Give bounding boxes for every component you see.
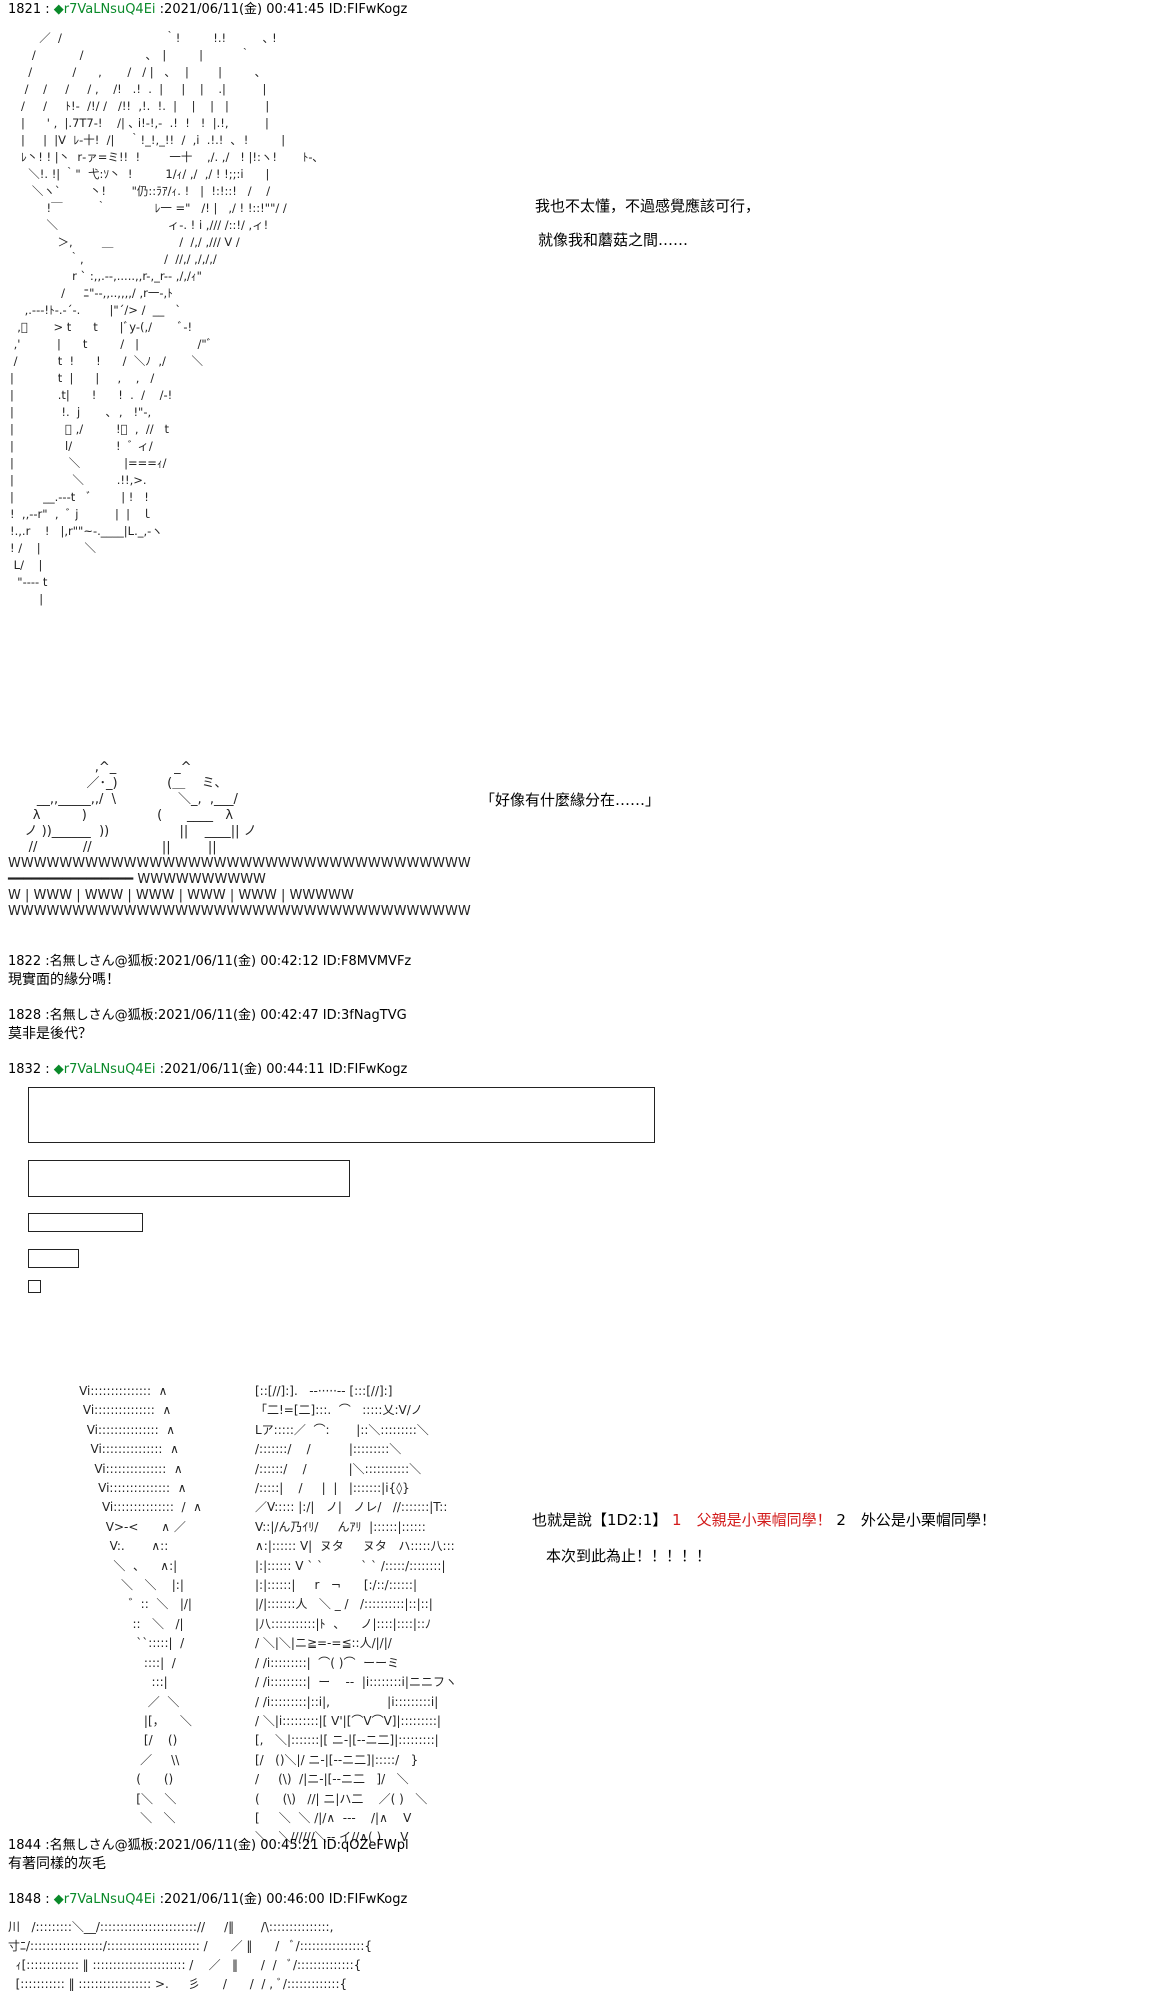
- speech-line-3: 「好像有什麼緣分在……」: [480, 791, 661, 809]
- post-id[interactable]: ID:qOZeFWpl: [322, 1838, 409, 1853]
- post-body-1828: 莫非是後代？: [8, 1026, 92, 1042]
- speech-line-2: 就像我和蘑菇之間……: [538, 231, 689, 249]
- post-date: 2021/06/11(金) 00:44:11: [164, 1062, 325, 1077]
- post-number: 1828: [8, 1008, 42, 1023]
- option-1: 1 父親是小栗帽同學！: [672, 1511, 832, 1529]
- post-name: 名無しさん@狐板: [49, 954, 154, 969]
- ascii-art-figure-3: 川 /:::::::::＼__/::::::::::::::::::::::::…: [8, 1920, 373, 1991]
- post-id[interactable]: ID:3fNagTVG: [322, 1008, 407, 1023]
- dice-prefix: 也就是說【1D2:1】: [532, 1511, 668, 1529]
- post-id[interactable]: ID:F8MVMVFz: [322, 954, 412, 969]
- empty-box-large: [28, 1087, 655, 1143]
- post-number: 1822: [8, 954, 42, 969]
- option-2: 2 外公是小栗帽同學！: [836, 1511, 996, 1529]
- post-date: 2021/06/11(金) 00:42:47: [158, 1008, 319, 1023]
- post-header-1848: 1848 : ◆r7VaLNsuQ4Ei :2021/06/11(金) 00:4…: [8, 1892, 408, 1907]
- post-header-1822: 1822 :名無しさん@狐板:2021/06/11(金) 00:42:12 ID…: [8, 954, 412, 969]
- post-trip[interactable]: ◆r7VaLNsuQ4Ei: [53, 2, 156, 17]
- post-header-1828: 1828 :名無しさん@狐板:2021/06/11(金) 00:42:47 ID…: [8, 1008, 407, 1023]
- ascii-art-figure-2-right: [::[//]:]. --·····-- [:::[//]:] 「二!=[二]:…: [255, 1384, 457, 1845]
- speech-line-1: 我也不太懂，不過感覺應該可行，: [535, 197, 761, 215]
- post-id[interactable]: ID:FIFwKogz: [328, 1892, 408, 1907]
- post-number: 1848: [8, 1892, 42, 1907]
- dice-result-line: 也就是說【1D2:1】 1 父親是小栗帽同學！ 2 外公是小栗帽同學！: [532, 1510, 996, 1530]
- post-number: 1844: [8, 1838, 42, 1853]
- post-body-1844: 有著同樣的灰毛: [8, 1856, 106, 1872]
- post-date: 2021/06/11(金) 00:41:45: [164, 2, 325, 17]
- post-trip[interactable]: ◆r7VaLNsuQ4Ei: [53, 1062, 156, 1077]
- empty-box-tiny: [28, 1280, 41, 1293]
- post-date: 2021/06/11(金) 00:45:21: [158, 1838, 319, 1853]
- empty-box-medium: [28, 1160, 350, 1197]
- post-name: 名無しさん@狐板: [49, 1008, 154, 1023]
- post-header-1821: 1821 : ◆r7VaLNsuQ4Ei :2021/06/11(金) 00:4…: [8, 2, 408, 17]
- ending-line: 本次到此為止！！！！！: [546, 1547, 712, 1565]
- post-body-1822: 現實面的緣分嗎！: [8, 972, 120, 988]
- post-date: 2021/06/11(金) 00:46:00: [164, 1892, 325, 1907]
- post-number: 1821: [8, 2, 42, 17]
- post-trip[interactable]: ◆r7VaLNsuQ4Ei: [53, 1892, 156, 1907]
- post-date: 2021/06/11(金) 00:42:12: [158, 954, 319, 969]
- post-header-1844: 1844 :名無しさん@狐板:2021/06/11(金) 00:45:21 ID…: [8, 1838, 409, 1853]
- ascii-art-figure-2-left: Vi::::::::::::::: ∧ Vi::::::::::::::: ∧ …: [79, 1384, 202, 1825]
- post-id[interactable]: ID:FIFwKogz: [328, 2, 408, 17]
- post-number: 1832: [8, 1062, 42, 1077]
- post-header-1832: 1832 : ◆r7VaLNsuQ4Ei :2021/06/11(金) 00:4…: [8, 1062, 408, 1077]
- post-id[interactable]: ID:FIFwKogz: [328, 1062, 408, 1077]
- empty-box-small: [28, 1213, 143, 1232]
- post-name: 名無しさん@狐板: [49, 1838, 154, 1853]
- ascii-art-figure-1: ／ / ｀! !.! ､ ! / / ､ | | ｀ / / , / / | ､…: [10, 31, 319, 606]
- empty-box-smaller: [28, 1249, 79, 1268]
- ascii-art-horses: ,^_ _^ ／･_) (＿ ミ､ __,,_____,,/ \ ＼_, ,__…: [8, 760, 471, 919]
